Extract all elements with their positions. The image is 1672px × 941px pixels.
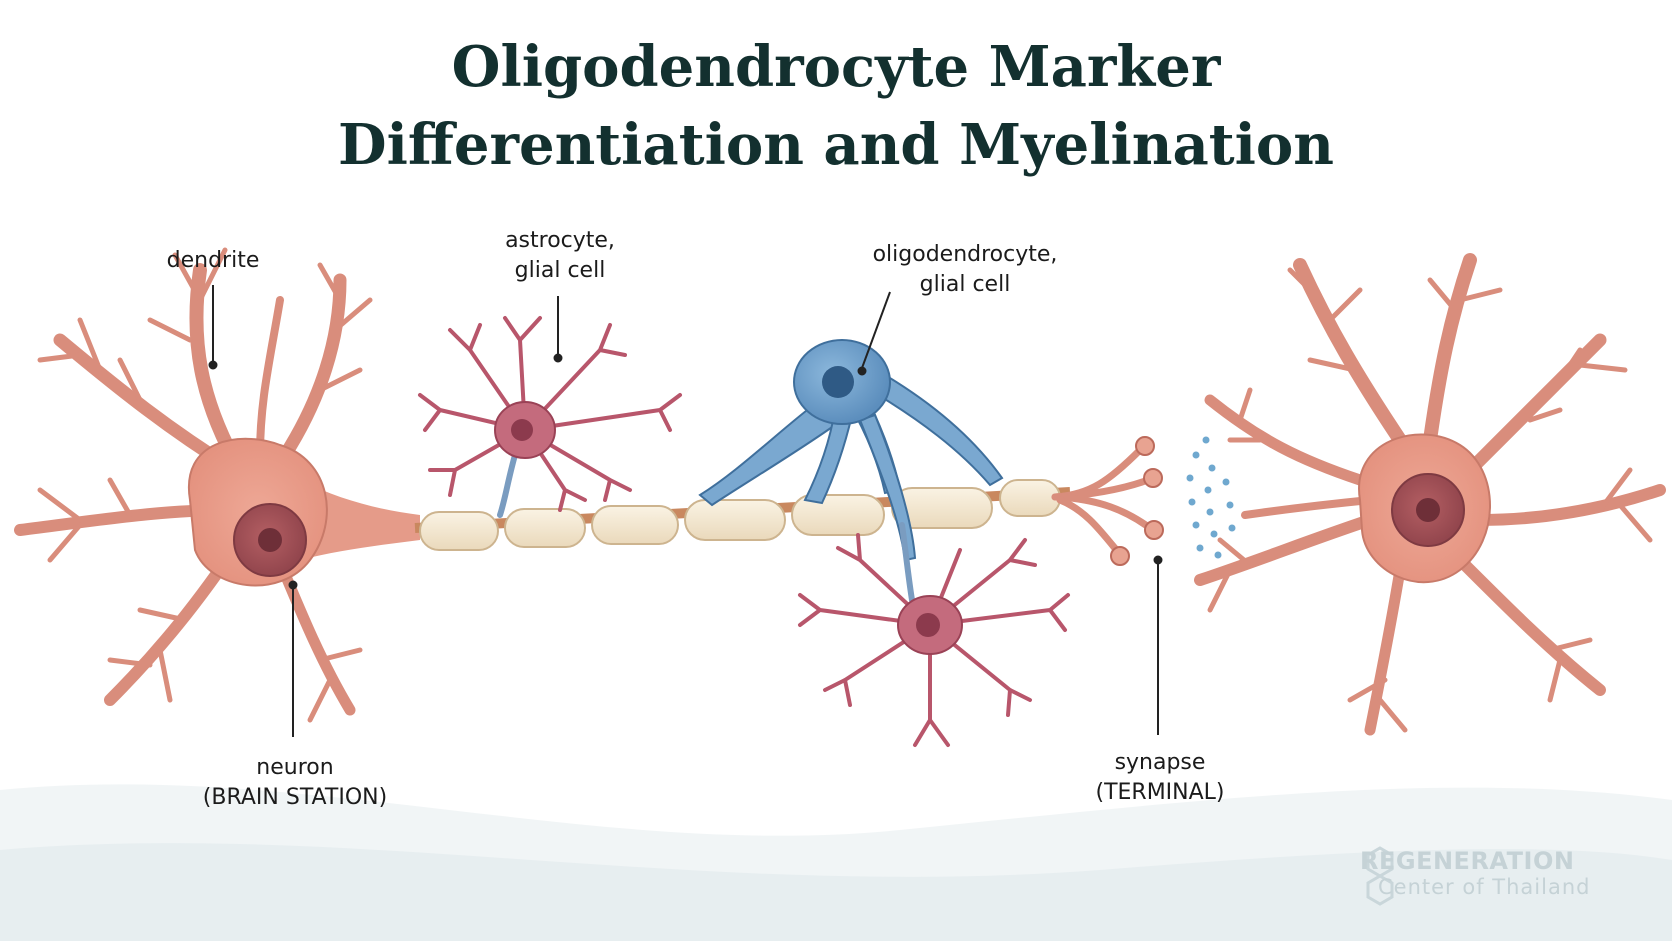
- label-neuron: neuron (BRAIN STATION): [190, 753, 400, 813]
- oligodendrocyte: [698, 339, 1004, 562]
- label-neuron-line-2: (BRAIN STATION): [202, 785, 388, 810]
- label-synapse: synapse (TERMINAL): [1080, 748, 1240, 808]
- axon-terminal: [1051, 446, 1154, 556]
- page-title-line-2: Differentiation and Myelination: [338, 112, 1334, 178]
- watermark-line-1: REGENERATION: [1360, 847, 1575, 875]
- neurotransmitter-dots: [1186, 436, 1236, 559]
- label-dendrite-text: dendrite: [166, 248, 260, 273]
- astrocyte-top: [418, 316, 682, 518]
- label-neuron-line-1: neuron: [256, 755, 334, 780]
- label-astrocyte-line-2: glial cell: [514, 258, 606, 283]
- label-oligodendrocyte-line-2: glial cell: [919, 272, 1011, 297]
- watermark-line-2: Center of Thailand: [1378, 875, 1591, 899]
- myelin-sheaths: [419, 479, 1061, 551]
- label-dendrite: dendrite: [155, 246, 271, 276]
- label-synapse-line-2: (TERMINAL): [1095, 780, 1225, 805]
- label-synapse-line-1: synapse: [1114, 750, 1206, 775]
- left-neuron: [14, 247, 420, 723]
- label-astrocyte-line-1: astrocyte,: [505, 228, 615, 253]
- right-neuron: [1194, 253, 1666, 736]
- astrocyte-bottom: [798, 522, 1070, 747]
- label-oligodendrocyte: oligodendrocyte, glial cell: [865, 240, 1065, 300]
- page-title-line-1: Oligodendrocyte Marker: [451, 34, 1221, 100]
- terminal-boutons: [1110, 436, 1164, 566]
- watermark-logo: [1366, 846, 1394, 906]
- label-oligodendrocyte-line-1: oligodendrocyte,: [872, 242, 1058, 267]
- background-wave-2: [0, 843, 1672, 941]
- label-astrocyte: astrocyte, glial cell: [490, 226, 630, 286]
- watermark: REGENERATION Center of Thailand: [1360, 848, 1590, 900]
- leader-lines: [208, 285, 1163, 737]
